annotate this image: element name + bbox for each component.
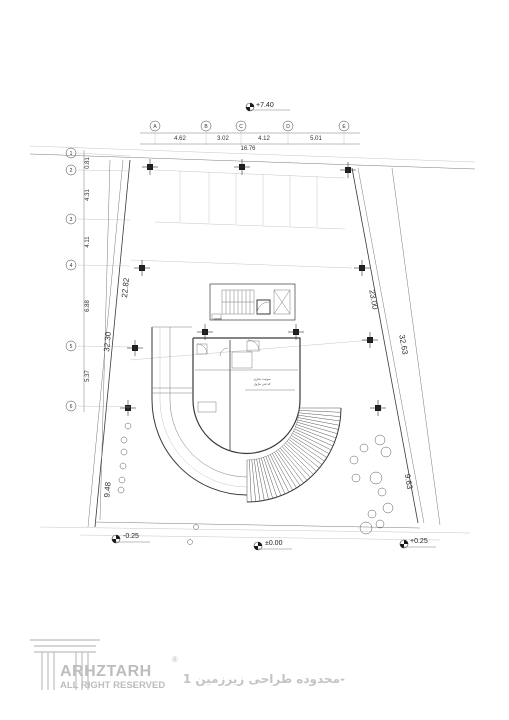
level-marker-bottom-left: -0.25	[111, 533, 150, 544]
grid-label-4: 4	[70, 263, 73, 269]
brand-logo: ARHZTARH ALL RIGHT RESERVED ®	[30, 639, 178, 691]
grid-label-c: C	[239, 124, 243, 130]
grid-label-5: 5	[70, 344, 73, 350]
top-spacing-3: 4.12	[258, 136, 270, 142]
dim-left-outer: 32.30	[102, 331, 113, 352]
column-2	[234, 159, 250, 175]
dim-right-outer: 32.63	[397, 334, 409, 356]
tree-7	[193, 524, 199, 530]
column-8	[120, 400, 136, 416]
parking-bays	[129, 169, 373, 361]
tree-18	[351, 473, 361, 483]
column-7	[362, 332, 378, 348]
level-bottom-right-label: +0.25	[410, 538, 428, 545]
tree-12	[369, 471, 383, 485]
grid-label-b: B	[204, 124, 208, 130]
grid-bubble-a	[149, 120, 161, 132]
grid-bubble-6	[65, 400, 77, 412]
level-bottom-center-label: ±0.00	[265, 540, 283, 547]
grid-label-a: A	[153, 124, 157, 130]
column-5	[354, 260, 370, 276]
top-spacing-4: 5.01	[310, 136, 322, 142]
left-grid-axes: 1 2 3 4 5 6 0.81 4.31 4.11 6.88 5.37	[65, 147, 131, 412]
logo-rights: ALL RIGHT RESERVED	[60, 680, 165, 691]
grid-bubble-e	[338, 120, 350, 132]
tree-2	[120, 436, 128, 444]
grid-bubble-1	[65, 147, 77, 159]
grid-label-6: 6	[70, 404, 73, 410]
left-spacing-5: 5.37	[85, 370, 91, 382]
top-spacing-1: 4.62	[174, 136, 186, 142]
column-6	[127, 340, 143, 356]
structural-columns	[120, 159, 386, 416]
room-label: سوئیت تجاری	[253, 377, 271, 381]
column-10	[197, 324, 213, 340]
dim-bottom-right: 9.63	[403, 473, 415, 490]
tree-6	[117, 486, 125, 494]
grid-bubble-b	[200, 120, 212, 132]
tree-14	[382, 502, 394, 514]
left-spacing-1: 0.81	[85, 157, 91, 169]
tree-10	[359, 443, 369, 453]
left-spacing-3: 4.11	[85, 236, 91, 248]
tree-19	[349, 455, 359, 465]
grid-bubble-d	[282, 120, 294, 132]
landscape-trees	[117, 422, 394, 545]
tree-16	[375, 519, 385, 529]
tree-17	[359, 521, 373, 535]
dim-bottom-left: 9.48	[102, 481, 112, 498]
grid-bubble-3	[65, 213, 77, 225]
left-spacing-2: 4.31	[85, 189, 91, 201]
column-4	[134, 260, 150, 276]
top-grid-axes: A B C D E 4.62 3.02 4.12 5.01 16.76	[140, 120, 360, 152]
tree-15	[367, 509, 377, 519]
level-marker-bottom-center: ±0.00	[253, 540, 292, 551]
column-9	[370, 400, 386, 416]
registered-mark: ®	[172, 655, 178, 664]
curved-ramp-left	[151, 326, 248, 496]
grid-label-1: 1	[70, 151, 73, 157]
tree-9	[374, 434, 386, 446]
overall-dimensions: 32.30 22.82 23.00 32.63 9.48 9.63	[99, 159, 441, 526]
grid-label-d: D	[286, 124, 290, 130]
level-bottom-left-label: -0.25	[123, 533, 139, 540]
tree-11	[380, 446, 392, 458]
grid-label-2: 2	[70, 168, 73, 174]
tree-5	[118, 476, 126, 484]
dim-left-inner: 22.82	[120, 277, 131, 298]
tree-1	[124, 422, 132, 430]
tree-13	[377, 487, 387, 497]
logo-wordmark: ARHZTARH	[60, 663, 152, 680]
room-sublabel: کد فنی ماژول	[253, 382, 271, 386]
column-1	[142, 159, 158, 175]
column-3	[340, 162, 356, 178]
top-total-dimension: 16.76	[240, 146, 256, 152]
site-boundary	[29, 145, 476, 541]
core-level-label: ±0.00	[214, 317, 222, 321]
tree-3	[120, 448, 128, 456]
grid-bubble-5	[65, 340, 77, 352]
grid-bubble-2	[65, 164, 77, 176]
level-top-label: +7.40	[256, 102, 274, 109]
tree-4	[119, 462, 127, 470]
grid-bubble-c	[235, 120, 247, 132]
plan-caption: محدوده طراحی زیرزمین 1-	[183, 672, 345, 687]
level-marker-bottom-right: +0.25	[399, 538, 436, 549]
grid-bubble-4	[65, 259, 77, 271]
grid-label-3: 3	[70, 217, 73, 223]
grid-label-e: E	[342, 124, 346, 130]
tree-8	[187, 539, 193, 545]
top-spacing-2: 3.02	[217, 136, 229, 142]
curved-ramp-right	[246, 407, 342, 503]
stair-core	[209, 283, 296, 321]
dim-right-inner: 23.00	[367, 289, 379, 311]
main-building	[192, 337, 301, 455]
column-11	[288, 324, 304, 340]
left-spacing-4: 6.88	[85, 300, 91, 312]
level-marker-top: +7.40	[245, 102, 290, 112]
